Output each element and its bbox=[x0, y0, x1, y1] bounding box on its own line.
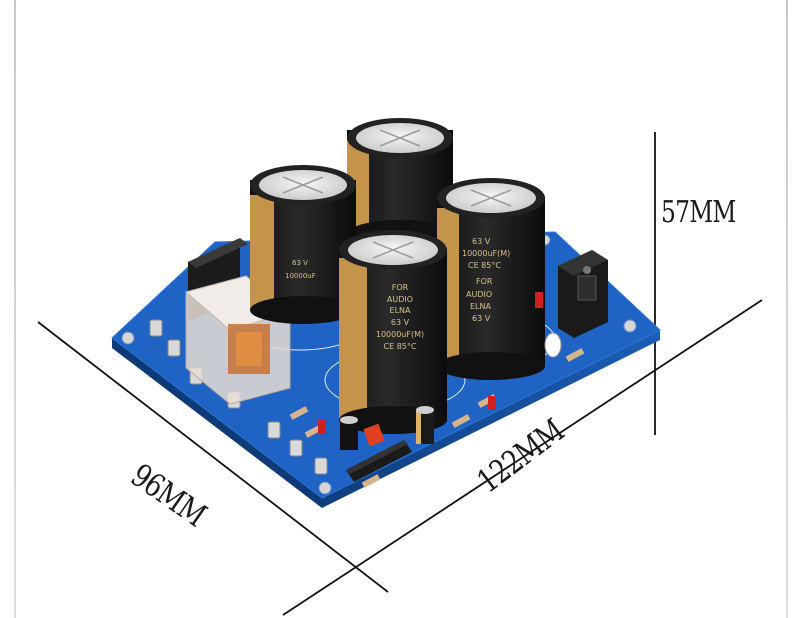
svg-text:10000uF(M): 10000uF(M) bbox=[462, 249, 510, 258]
dimension-lines bbox=[37, 132, 763, 616]
svg-text:63 V: 63 V bbox=[292, 259, 308, 267]
small-components bbox=[289, 292, 585, 488]
capacitor-back bbox=[347, 118, 453, 248]
regulator-heatsink bbox=[558, 250, 608, 338]
dimension-height-label: 57MM bbox=[661, 195, 736, 230]
spade-terminals bbox=[149, 319, 328, 475]
frame-border-right bbox=[786, 0, 788, 618]
svg-text:AUDIO: AUDIO bbox=[466, 290, 492, 299]
capacitor-label-voltage: 63 V bbox=[391, 318, 410, 327]
frame-border-left bbox=[14, 0, 16, 618]
svg-text:CE 85°C: CE 85°C bbox=[468, 261, 501, 270]
capacitor-label-temperature: CE 85°C bbox=[384, 342, 417, 351]
svg-text:10000uF: 10000uF bbox=[285, 272, 316, 280]
svg-text:FOR: FOR bbox=[476, 277, 493, 286]
svg-text:63 V: 63 V bbox=[472, 314, 491, 323]
capacitor-label-capacitance: 10000uF(M) bbox=[376, 330, 424, 339]
svg-text:ELNA: ELNA bbox=[470, 302, 491, 311]
capacitor-right: 63 V 10000uF(M) CE 85°C FOR AUDIO ELNA 6… bbox=[437, 178, 545, 380]
capacitor-label-for: FOR bbox=[392, 283, 409, 292]
capacitor-left: 63 V 10000uF bbox=[250, 165, 356, 324]
capacitor-front: FOR AUDIO ELNA 63 V 10000uF(M) CE 85°C bbox=[339, 230, 447, 434]
svg-text:63 V: 63 V bbox=[472, 237, 491, 246]
capacitor-label-audio: AUDIO bbox=[387, 295, 413, 304]
capacitor-label-brand: ELNA bbox=[390, 306, 411, 315]
